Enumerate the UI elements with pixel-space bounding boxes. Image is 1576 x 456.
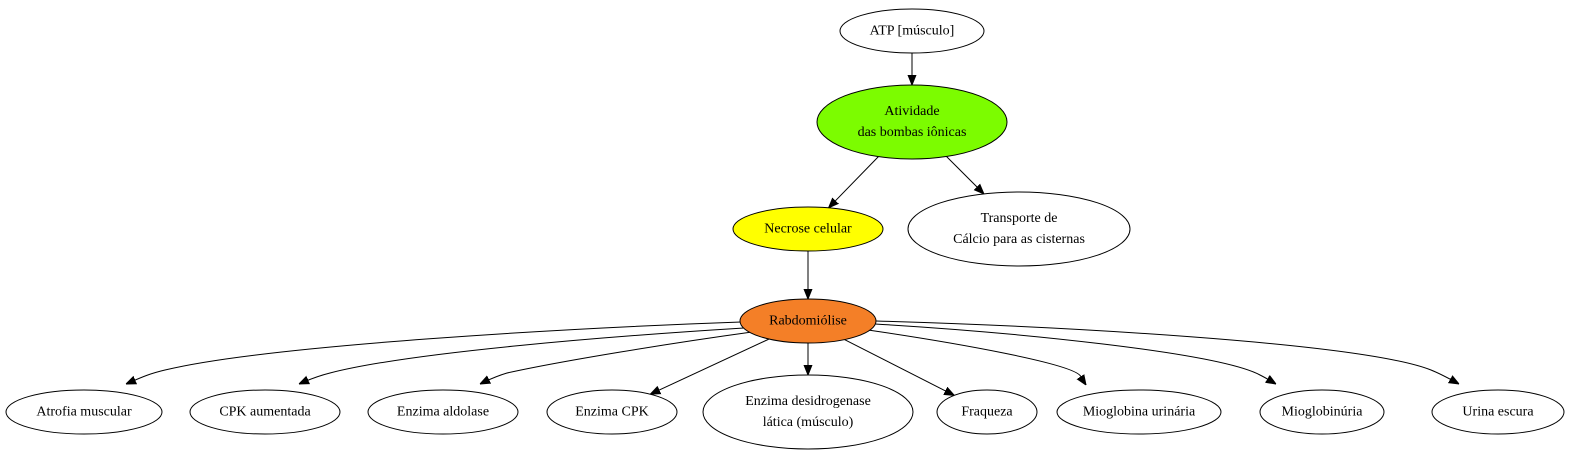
node-atrofia: Atrofia muscular [5,389,163,435]
node-aldolase: Enzima aldolase [367,389,519,435]
edge-rabdo-to-fraqueza [844,339,955,396]
node-ellipse [739,298,877,344]
node-ellipse [702,374,914,450]
node-transporte: Transporte de Cálcio para as cisternas [907,191,1131,267]
node-mio-urinaria: Mioglobina urinária [1056,389,1222,435]
node-enzima-cpk: Enzima CPK [546,389,678,435]
node-label: Atividade [884,104,939,119]
node-label: Cálcio para as cisternas [953,232,1085,247]
node-label: Necrose celular [764,222,852,237]
node-ellipse [907,191,1131,267]
node-label: Urina escura [1462,405,1534,420]
node-label: Enzima desidrogenase [745,394,871,409]
node-rabdo: Rabdomiólise [739,298,877,344]
edge-rabdo-to-enzima_cpk [650,338,770,394]
node-ldh: Enzima desidrogenase lática (músculo) [702,374,914,450]
node-fraqueza: Fraqueza [936,389,1038,435]
node-label: Rabdomiólise [769,314,847,329]
edge-bombas-to-transporte [946,156,984,194]
edge-rabdo-to-mioglobinuria [874,323,1276,384]
nodes-layer: ATP [músculo] Atividade das bombas iônicas… [5,8,1565,450]
node-label: lática (músculo) [763,415,854,430]
edge-rabdo-to-atrofia [126,321,742,384]
node-ellipse [1431,389,1565,435]
edge-rabdo-to-aldolase [480,331,753,384]
node-ellipse [189,389,341,435]
node-necrose: Necrose celular [732,206,884,252]
node-ellipse [936,389,1038,435]
node-ellipse [1056,389,1222,435]
node-ellipse [816,84,1008,160]
node-ellipse [367,389,519,435]
node-label: ATP [músculo] [870,24,955,39]
node-ellipse [1259,389,1385,435]
node-ellipse [732,206,884,252]
edge-rabdo-to-cpk_aumentada [299,327,745,384]
node-label: Transporte de [981,211,1058,226]
node-label: Enzima CPK [575,405,649,420]
node-label: CPK aumentada [219,405,311,420]
node-label: Enzima aldolase [397,405,489,420]
node-label: Mioglobina urinária [1083,405,1196,420]
edges-layer [126,53,1459,395]
node-label: Atrofia muscular [36,405,132,420]
edge-rabdo-to-mio_urinaria [867,329,1086,385]
node-ellipse [5,389,163,435]
node-ellipse [839,8,985,54]
edge-bombas-to-necrose [829,156,879,208]
node-cpk-aumentada: CPK aumentada [189,389,341,435]
node-label: Fraqueza [961,405,1013,420]
node-bombas: Atividade das bombas iônicas [816,84,1008,160]
node-mioglobinuria: Mioglobinúria [1259,389,1385,435]
node-atp: ATP [músculo] [839,8,985,54]
node-label: Mioglobinúria [1282,405,1364,420]
node-urina-escura: Urina escura [1431,389,1565,435]
edge-rabdo-to-urina_escura [875,320,1459,384]
node-label: das bombas iônicas [858,125,967,140]
node-ellipse [546,389,678,435]
